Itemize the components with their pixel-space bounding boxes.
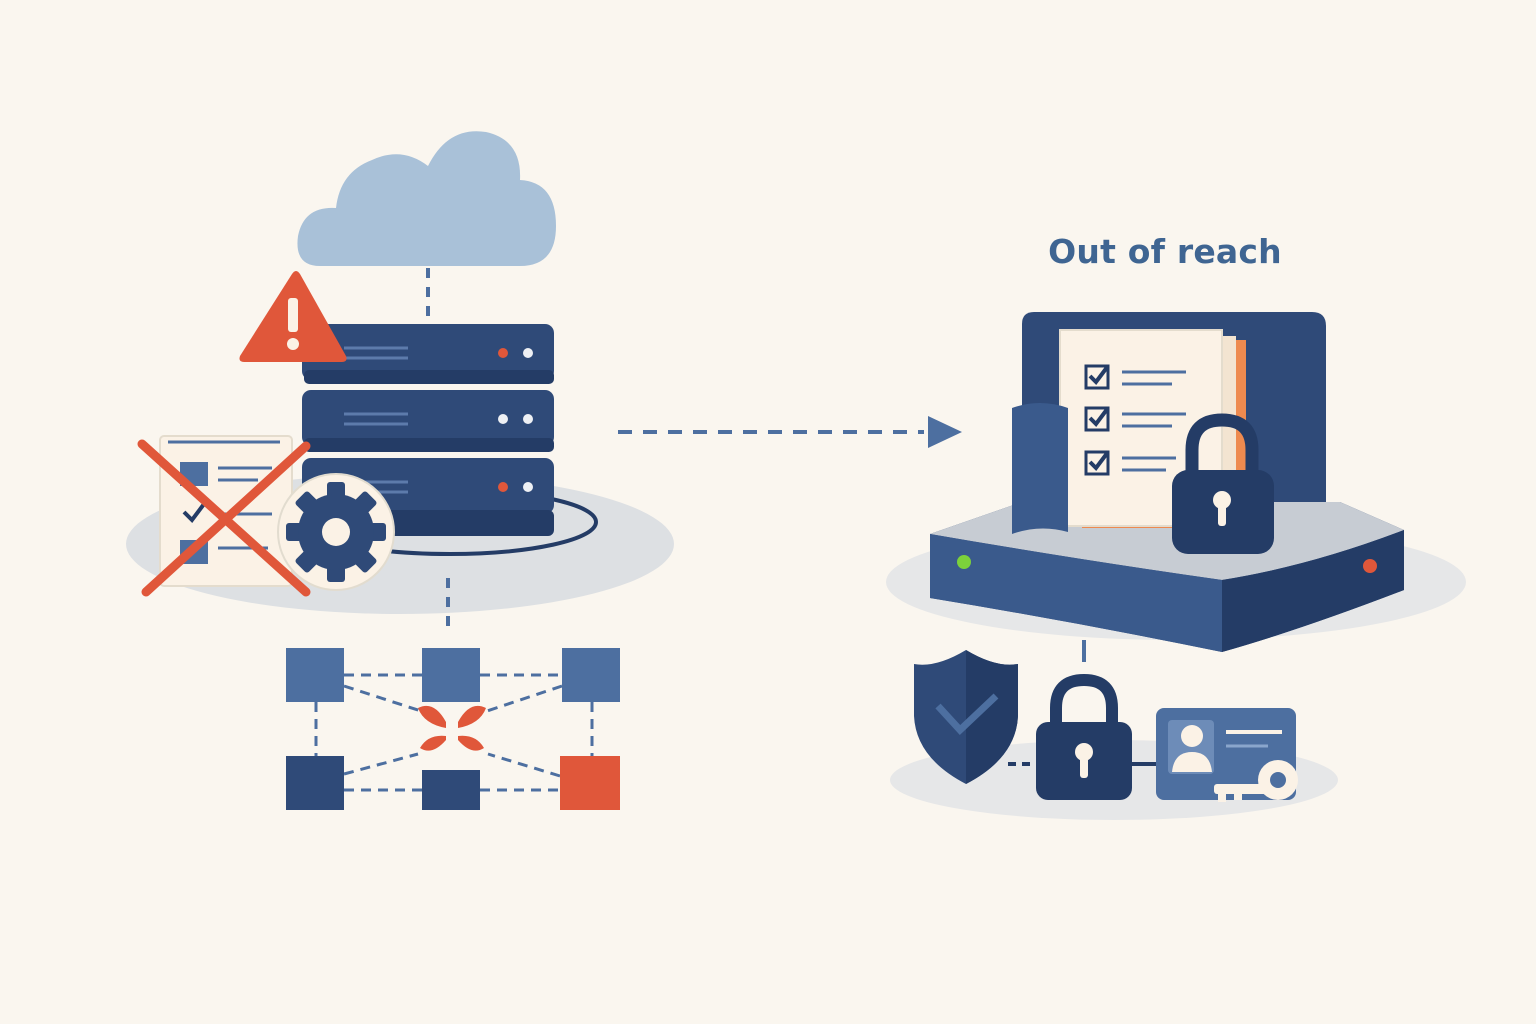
cloud-icon (297, 131, 556, 266)
broken-network-icon (286, 648, 620, 810)
break-mark-icon (418, 705, 486, 751)
key-icon (1214, 760, 1298, 802)
status-led-green (957, 555, 971, 569)
shield-check-icon (914, 650, 1018, 784)
padlock-icon (1172, 413, 1274, 554)
dashed-arrow-icon (618, 416, 962, 448)
crossed-out-document-icon (137, 435, 311, 597)
server-rack-icon (302, 324, 554, 536)
gear-icon (277, 473, 395, 591)
status-led-red (1363, 559, 1377, 573)
out-of-reach-caption: Out of reach (1048, 232, 1282, 271)
small-padlock-icon (1036, 673, 1132, 800)
warning-triangle-icon (239, 271, 347, 362)
folder-front-flap (1012, 403, 1068, 534)
